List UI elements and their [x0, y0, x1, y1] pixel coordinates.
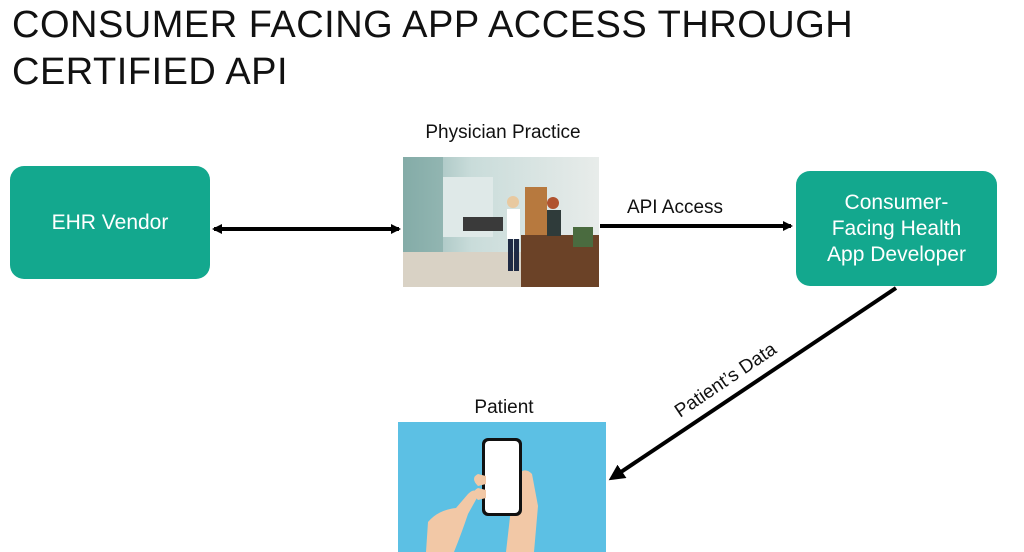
clinic-image	[403, 157, 599, 287]
developer-to-patient-arrow	[608, 286, 898, 481]
physician-practice-photo	[403, 157, 599, 287]
page-title: CONSUMER FACING APP ACCESS THROUGH CERTI…	[12, 2, 1012, 96]
ehr-vendor-box: EHR Vendor	[10, 166, 210, 279]
patient-label: Patient	[474, 397, 534, 418]
title-line-2: CERTIFIED API	[12, 51, 289, 93]
physician-practice-label: Physician Practice	[425, 122, 581, 143]
app-developer-label-line-3: App Developer	[827, 242, 966, 266]
app-developer-label-line-2: Facing Health	[831, 216, 962, 240]
patients-data-label: Patient’s Data	[671, 339, 781, 423]
ehr-vendor-label: EHR Vendor	[51, 210, 169, 234]
app-developer-box: Consumer- Facing Health App Developer	[796, 171, 997, 286]
phone-in-hand-image	[426, 438, 538, 552]
api-access-label: API Access	[626, 197, 724, 218]
app-developer-label-line-1: Consumer-	[844, 190, 949, 214]
patient-image	[398, 422, 606, 552]
title-line-1: CONSUMER FACING APP ACCESS THROUGH	[12, 4, 854, 46]
